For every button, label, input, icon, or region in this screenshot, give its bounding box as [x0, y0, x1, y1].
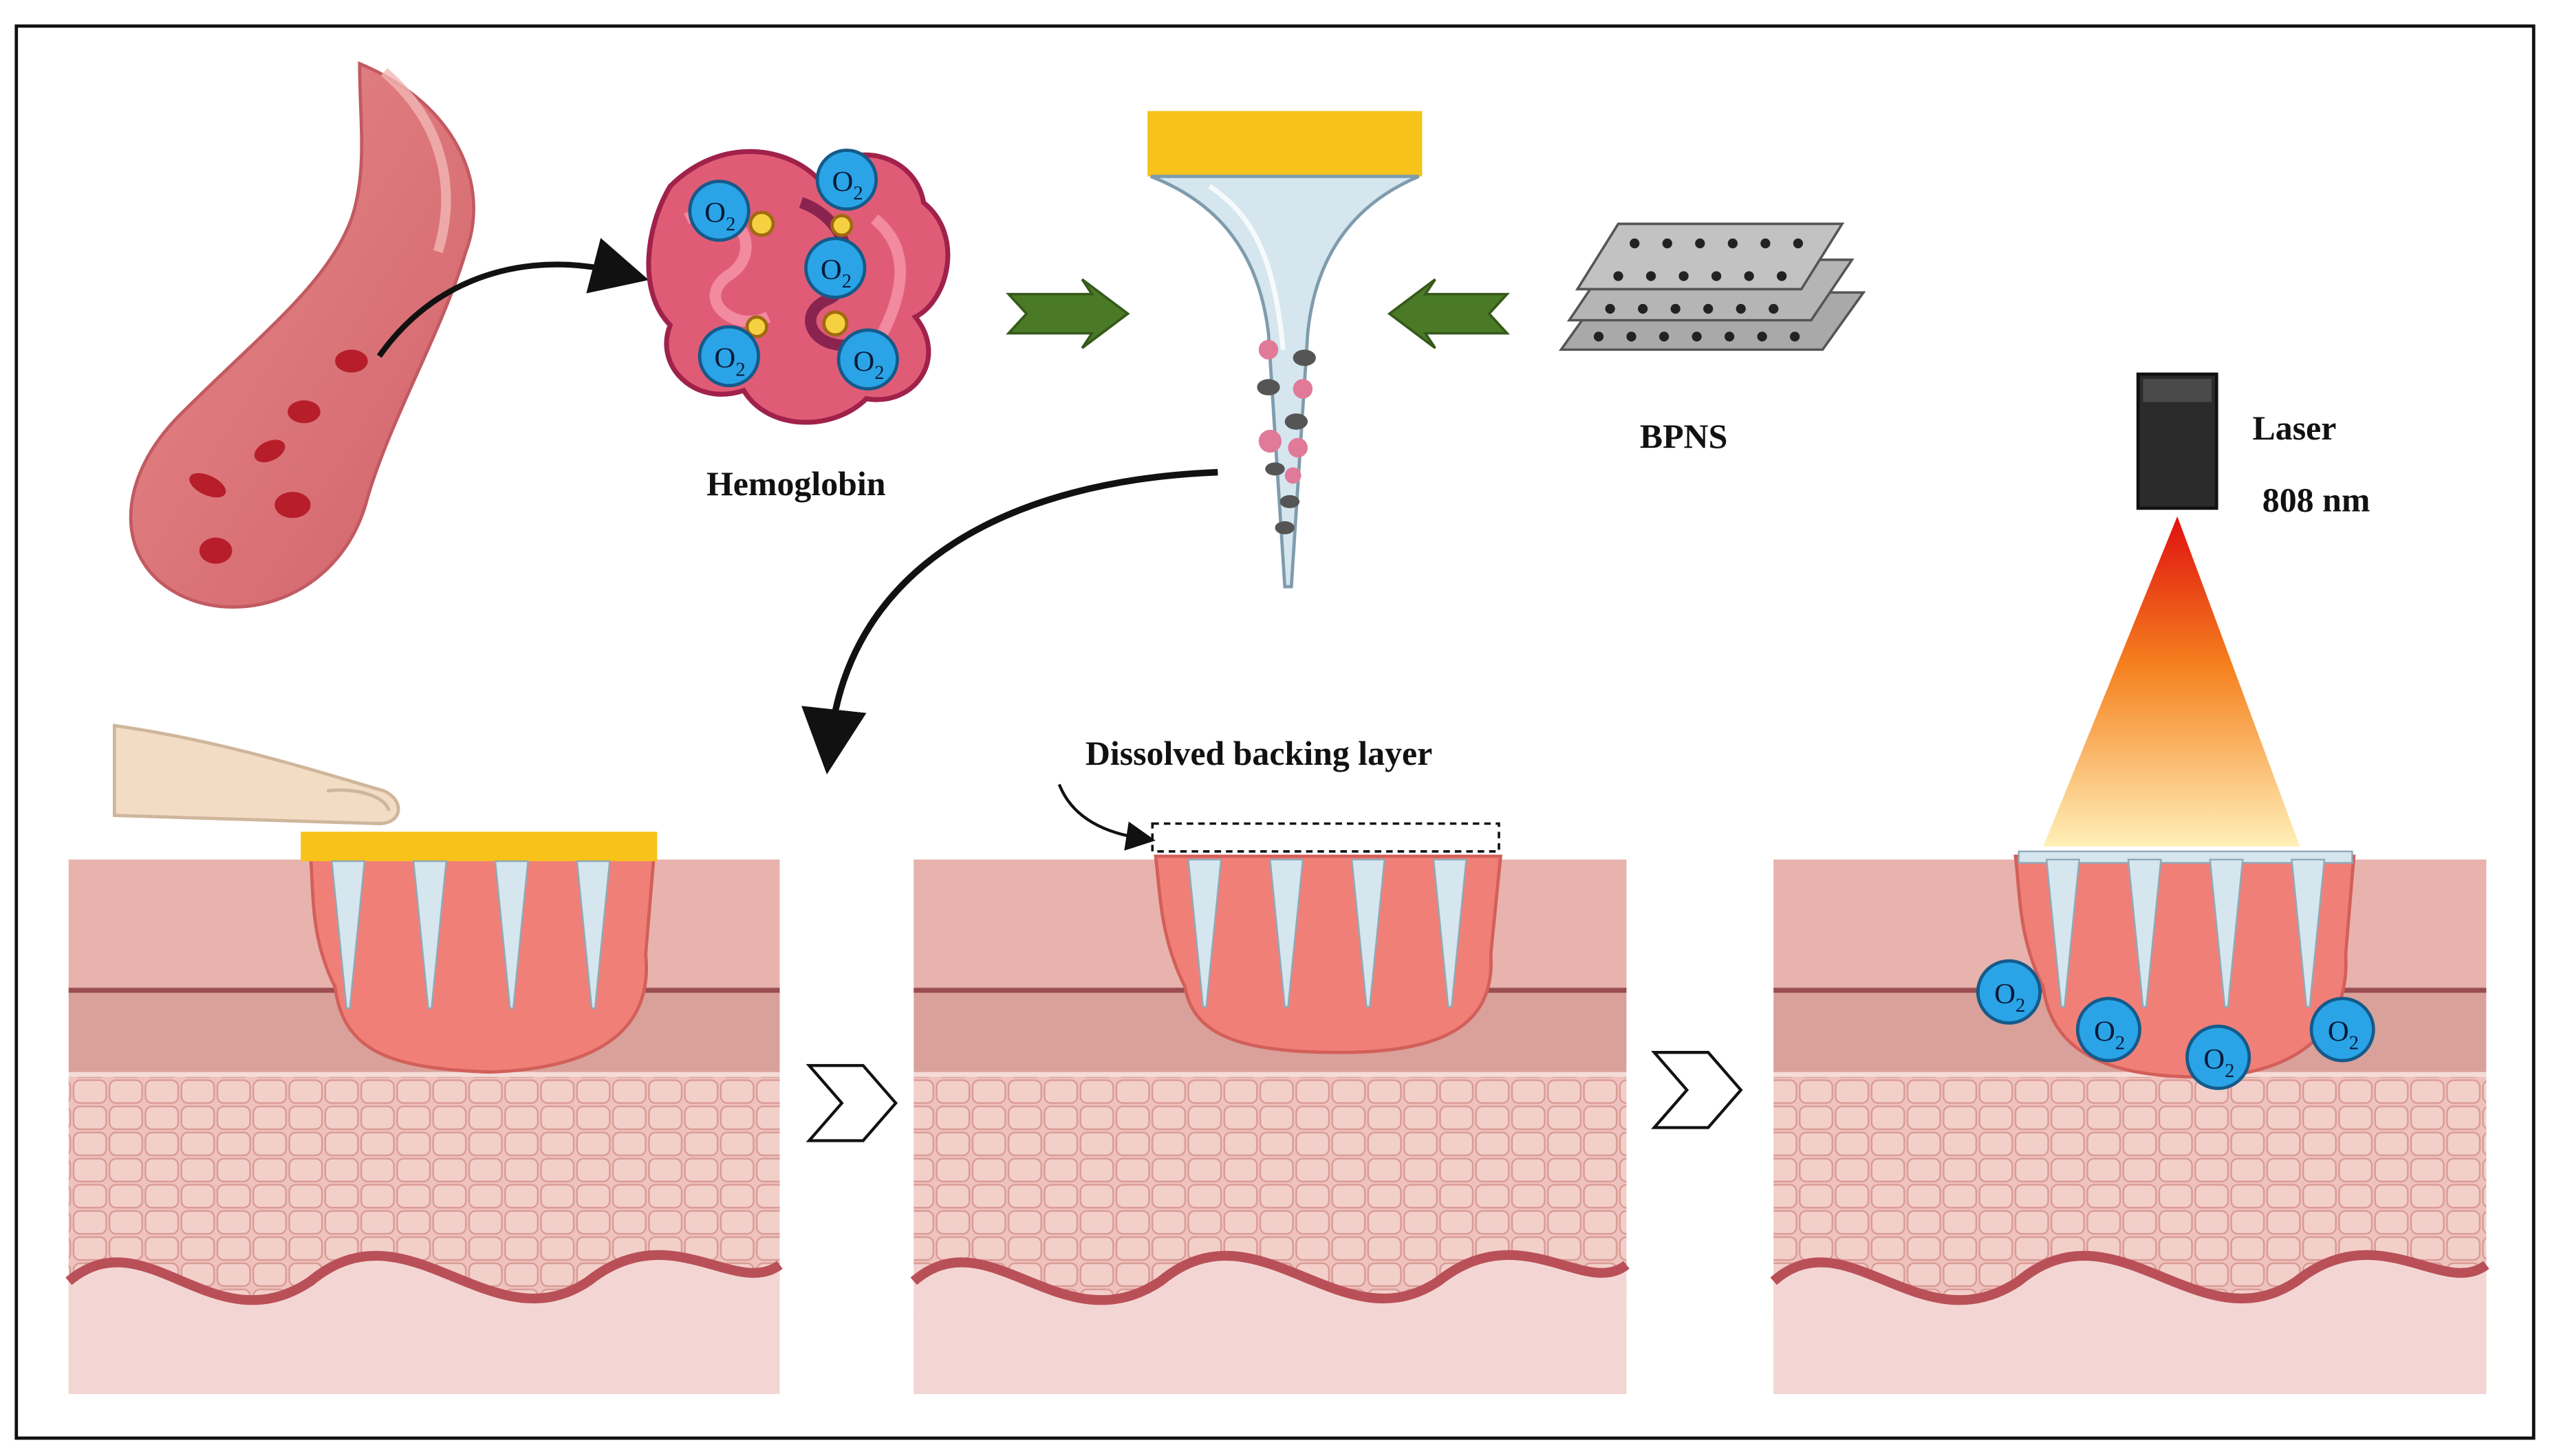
wavelength-label: 808 nm	[2262, 481, 2370, 519]
backing-layer-pointer	[1057, 783, 1156, 851]
skin-panel-oxygen-release	[1770, 850, 2489, 1394]
svg-text:O2: O2	[821, 254, 852, 292]
green-arrow-right	[1006, 278, 1130, 349]
svg-text:O2: O2	[2094, 1016, 2125, 1054]
laser-device-icon	[2136, 372, 2218, 510]
finger-icon	[112, 724, 400, 825]
skin-panel-application	[65, 832, 783, 1394]
oxygen-molecule: O2	[2075, 997, 2141, 1063]
laser-beam-icon	[2043, 516, 2300, 847]
oxygen-molecule: O2	[804, 237, 867, 299]
svg-text:O2: O2	[2203, 1043, 2234, 1082]
laser-label: Laser	[2253, 409, 2337, 447]
hemoglobin-label: Hemoglobin	[706, 465, 886, 503]
oxygen-molecule: O2	[698, 325, 760, 388]
oxygen-molecule: O2	[836, 328, 899, 391]
svg-text:O2: O2	[714, 343, 745, 381]
oxygen-molecule: O2	[688, 180, 750, 242]
vessel-to-hemoglobin-arrow	[376, 238, 649, 358]
hemoglobin-icon	[646, 149, 951, 425]
chevron-right-icon	[806, 1064, 898, 1142]
bpns-icon	[1558, 222, 1866, 351]
needle-to-panel-arrow	[801, 468, 1218, 774]
svg-text:O2: O2	[1994, 978, 2025, 1017]
svg-text:O2: O2	[832, 166, 863, 204]
chevron-right-icon	[1651, 1051, 1743, 1129]
oxygen-molecule: O2	[2185, 1024, 2251, 1090]
microneedle-icon	[1147, 111, 1423, 589]
green-arrow-left	[1387, 278, 1510, 349]
oxygen-molecule: O2	[2309, 997, 2375, 1063]
svg-text:O2: O2	[704, 197, 735, 235]
skin-panel-dissolving	[910, 822, 1630, 1394]
svg-text:O2: O2	[2328, 1016, 2359, 1054]
oxygen-molecule: O2	[1976, 959, 2042, 1025]
blood-vessel-icon	[129, 61, 475, 609]
oxygen-molecule: O2	[815, 149, 878, 211]
bpns-label: BPNS	[1640, 417, 1728, 455]
dissolved-backing-layer-label: Dissolved backing layer	[1085, 735, 1432, 772]
svg-text:O2: O2	[853, 345, 884, 384]
